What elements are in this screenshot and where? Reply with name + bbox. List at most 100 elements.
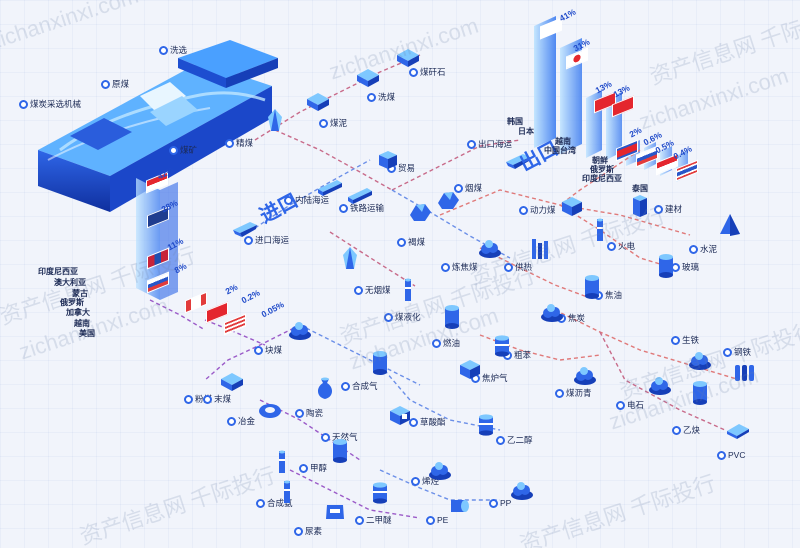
node-bullet-icon [671,336,680,345]
factory-icon [460,360,480,379]
node-label: 烯烃 [422,476,440,486]
pile-icon [574,367,596,385]
import-country: 越南 [74,319,90,328]
coils-icon [735,365,754,381]
export-country: 越南 [555,137,571,146]
node-label: PVC [728,450,746,460]
import-country: 俄罗斯 [60,298,84,307]
rock-icon [410,204,431,221]
export-country: 中国台湾 [544,146,576,155]
plate-icon [727,424,749,439]
node-label: 洗煤 [378,92,396,102]
node-label: 洗选 [170,45,188,55]
node-label: 冶金 [238,416,256,426]
node-label: 无烟煤 [365,285,391,295]
node-label: 末煤 [214,394,232,404]
train-icon [348,188,372,204]
pile-icon [689,352,711,370]
node-label: 草酸酯 [420,417,446,427]
node-bullet-icon [467,140,476,149]
node-bullet-icon [256,499,265,508]
node-bullet-icon [384,313,393,322]
crystal-icon [268,109,282,131]
tank-icon [585,275,599,299]
node-label: 煤矸石 [420,67,446,77]
node-bullet-icon [319,119,328,128]
tank-icon [333,439,347,463]
pipes-icon [532,239,548,259]
node-label: 乙二醇 [507,435,533,445]
train-icon [318,180,342,196]
pile-icon [511,482,533,500]
node-bullet-icon [19,100,28,109]
node-label: 动力煤 [530,205,556,215]
node-bullet-icon [321,433,330,442]
node-label: 生铁 [682,335,700,345]
pile-icon [289,322,311,340]
node-label: 块煤 [265,345,283,355]
node-label: 合成气 [352,381,378,391]
node-bullet-icon [397,238,406,247]
chimney-icon [405,278,411,301]
barrel-icon [373,482,387,504]
node-bullet-icon [294,527,303,536]
cube-icon [379,151,397,169]
tank-icon [693,381,707,405]
building-icon [633,195,647,217]
node-label: 陶瓷 [306,408,324,418]
node-label: 煤泥 [330,118,348,128]
node-bullet-icon [159,46,168,55]
node-label: 焦炭 [568,313,586,323]
chimney-icon [279,450,285,473]
node-bullet-icon [504,263,513,272]
node-label: 出口海运 [478,139,513,149]
import-country: 印度尼西亚 [38,267,78,276]
node-bullet-icon [367,93,376,102]
node-label: 焦油 [605,290,623,300]
node-bullet-icon [225,139,234,148]
pile-icon [429,462,451,480]
tank-icon [445,305,459,329]
node-bullet-icon [607,242,616,251]
node-bullet-icon [227,417,236,426]
node-label: 煤液化 [395,312,421,322]
barrel-icon [495,335,509,357]
node-bullet-icon [341,382,350,391]
import-country: 加拿大 [66,308,90,317]
node-bullet-icon [203,395,212,404]
export-country: 日本 [518,127,534,136]
node-label: 铁路运输 [350,203,385,213]
export-country: 韩国 [507,117,523,126]
node-label: 电石 [627,400,645,410]
node-bullet-icon [519,206,528,215]
node-bullet-icon [411,477,420,486]
import-country: 蒙古 [72,289,88,298]
bag-icon [326,505,344,519]
ship-icon [233,222,257,237]
node-bullet-icon [409,418,418,427]
node-label: 炼焦煤 [452,262,478,272]
node-bullet-icon [717,451,726,460]
tray-icon [397,49,419,67]
node-label: 天然气 [332,432,358,442]
node-bullet-icon [169,146,178,155]
node-label: 水泥 [700,244,718,254]
node-label: 建材 [665,204,683,214]
node-bullet-icon [496,436,505,445]
node-bullet-icon [295,409,304,418]
pile-icon [541,304,563,322]
node-bullet-icon [454,184,463,193]
node-bullet-icon [432,339,441,348]
mining-platform [38,40,278,212]
tray-icon [357,69,379,87]
export-country: 印度尼西亚 [582,174,622,183]
node-bullet-icon [354,286,363,295]
node-label: PE [437,515,449,525]
node-label: 精煤 [236,138,254,148]
box-icon [390,406,410,425]
tray-icon [221,373,243,391]
pile-icon [649,377,671,395]
node-bullet-icon [299,464,308,473]
export-country: 泰国 [632,184,648,193]
